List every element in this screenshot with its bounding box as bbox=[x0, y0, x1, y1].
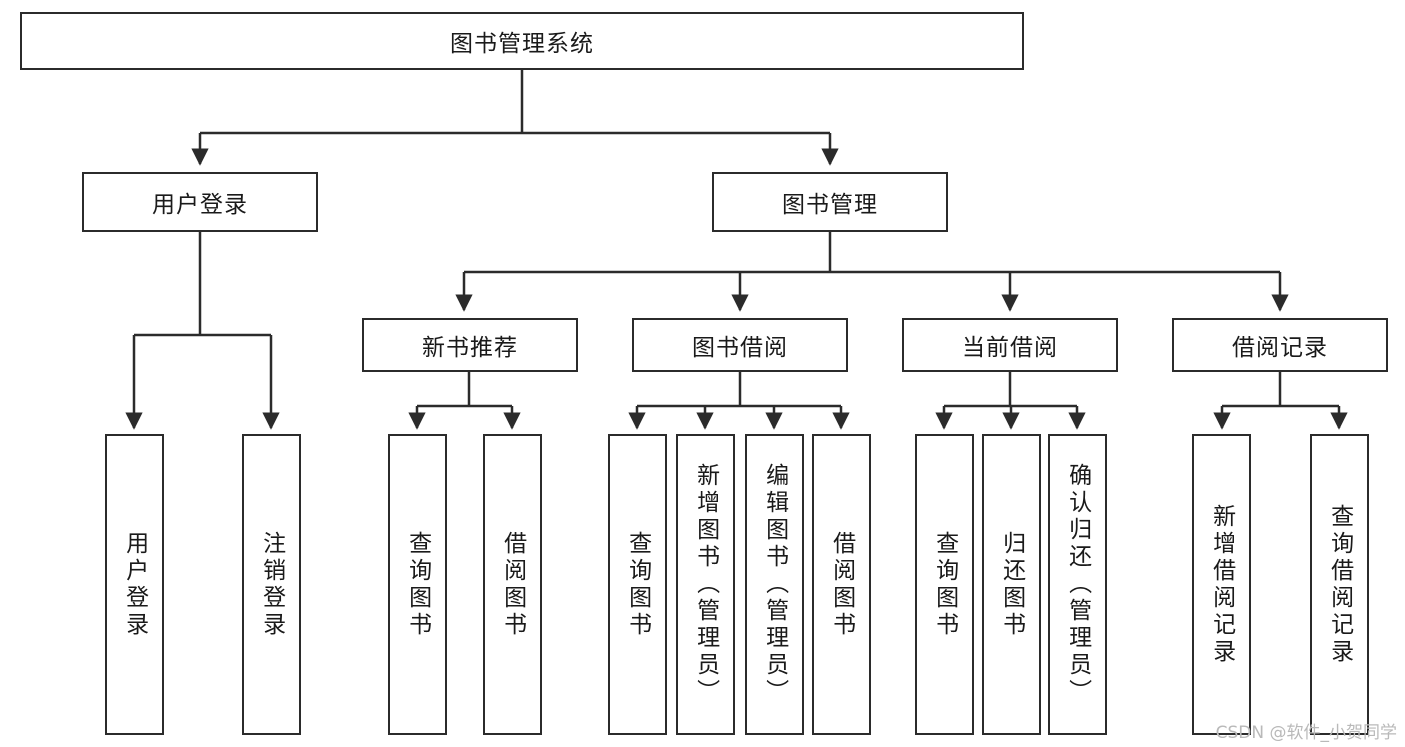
node-leaf-edit-book-label: 编辑图书（管理员） bbox=[761, 463, 788, 706]
node-leaf-user-logout[interactable]: 注销登录 bbox=[242, 434, 301, 735]
node-leaf-query-book-1-label: 查询图书 bbox=[404, 530, 431, 639]
node-leaf-user-logout-label: 注销登录 bbox=[258, 530, 285, 639]
node-leaf-user-login[interactable]: 用户登录 bbox=[105, 434, 164, 735]
node-user-login-label: 用户登录 bbox=[152, 192, 248, 218]
node-current-borrow[interactable]: 当前借阅 bbox=[902, 318, 1118, 372]
node-leaf-borrow-book-2-label: 借阅图书 bbox=[828, 530, 855, 639]
node-leaf-edit-book[interactable]: 编辑图书（管理员） bbox=[745, 434, 804, 735]
node-leaf-borrow-book-2[interactable]: 借阅图书 bbox=[812, 434, 871, 735]
node-book-borrow-label: 图书借阅 bbox=[692, 335, 788, 361]
node-borrow-record-label: 借阅记录 bbox=[1232, 335, 1328, 361]
node-leaf-add-book-label: 新增图书（管理员） bbox=[692, 463, 719, 706]
node-new-book-recommend[interactable]: 新书推荐 bbox=[362, 318, 578, 372]
node-leaf-confirm-return-label: 确认归还（管理员） bbox=[1064, 463, 1091, 706]
node-leaf-query-record[interactable]: 查询借阅记录 bbox=[1310, 434, 1369, 735]
node-leaf-borrow-book-1-label: 借阅图书 bbox=[499, 530, 526, 639]
node-leaf-query-book-1[interactable]: 查询图书 bbox=[388, 434, 447, 735]
node-leaf-user-login-label: 用户登录 bbox=[121, 530, 148, 639]
node-leaf-query-book-3[interactable]: 查询图书 bbox=[915, 434, 974, 735]
node-leaf-query-book-3-label: 查询图书 bbox=[931, 530, 958, 639]
node-leaf-confirm-return[interactable]: 确认归还（管理员） bbox=[1048, 434, 1107, 735]
node-root-label: 图书管理系统 bbox=[450, 31, 594, 57]
node-leaf-add-record-label: 新增借阅记录 bbox=[1208, 503, 1235, 666]
node-root[interactable]: 图书管理系统 bbox=[20, 12, 1024, 70]
node-leaf-query-record-label: 查询借阅记录 bbox=[1326, 503, 1353, 666]
node-borrow-record[interactable]: 借阅记录 bbox=[1172, 318, 1388, 372]
node-leaf-return-book-label: 归还图书 bbox=[998, 530, 1025, 639]
node-leaf-query-book-2[interactable]: 查询图书 bbox=[608, 434, 667, 735]
node-leaf-add-book[interactable]: 新增图书（管理员） bbox=[676, 434, 735, 735]
node-book-borrow[interactable]: 图书借阅 bbox=[632, 318, 848, 372]
node-book-management[interactable]: 图书管理 bbox=[712, 172, 948, 232]
node-new-book-recommend-label: 新书推荐 bbox=[422, 335, 518, 361]
node-leaf-return-book[interactable]: 归还图书 bbox=[982, 434, 1041, 735]
node-leaf-borrow-book-1[interactable]: 借阅图书 bbox=[483, 434, 542, 735]
watermark: CSDN @软件_小贺同学 bbox=[1215, 723, 1397, 743]
node-leaf-add-record[interactable]: 新增借阅记录 bbox=[1192, 434, 1251, 735]
node-user-login[interactable]: 用户登录 bbox=[82, 172, 318, 232]
node-leaf-query-book-2-label: 查询图书 bbox=[624, 530, 651, 639]
node-book-management-label: 图书管理 bbox=[782, 192, 878, 218]
node-current-borrow-label: 当前借阅 bbox=[962, 335, 1058, 361]
